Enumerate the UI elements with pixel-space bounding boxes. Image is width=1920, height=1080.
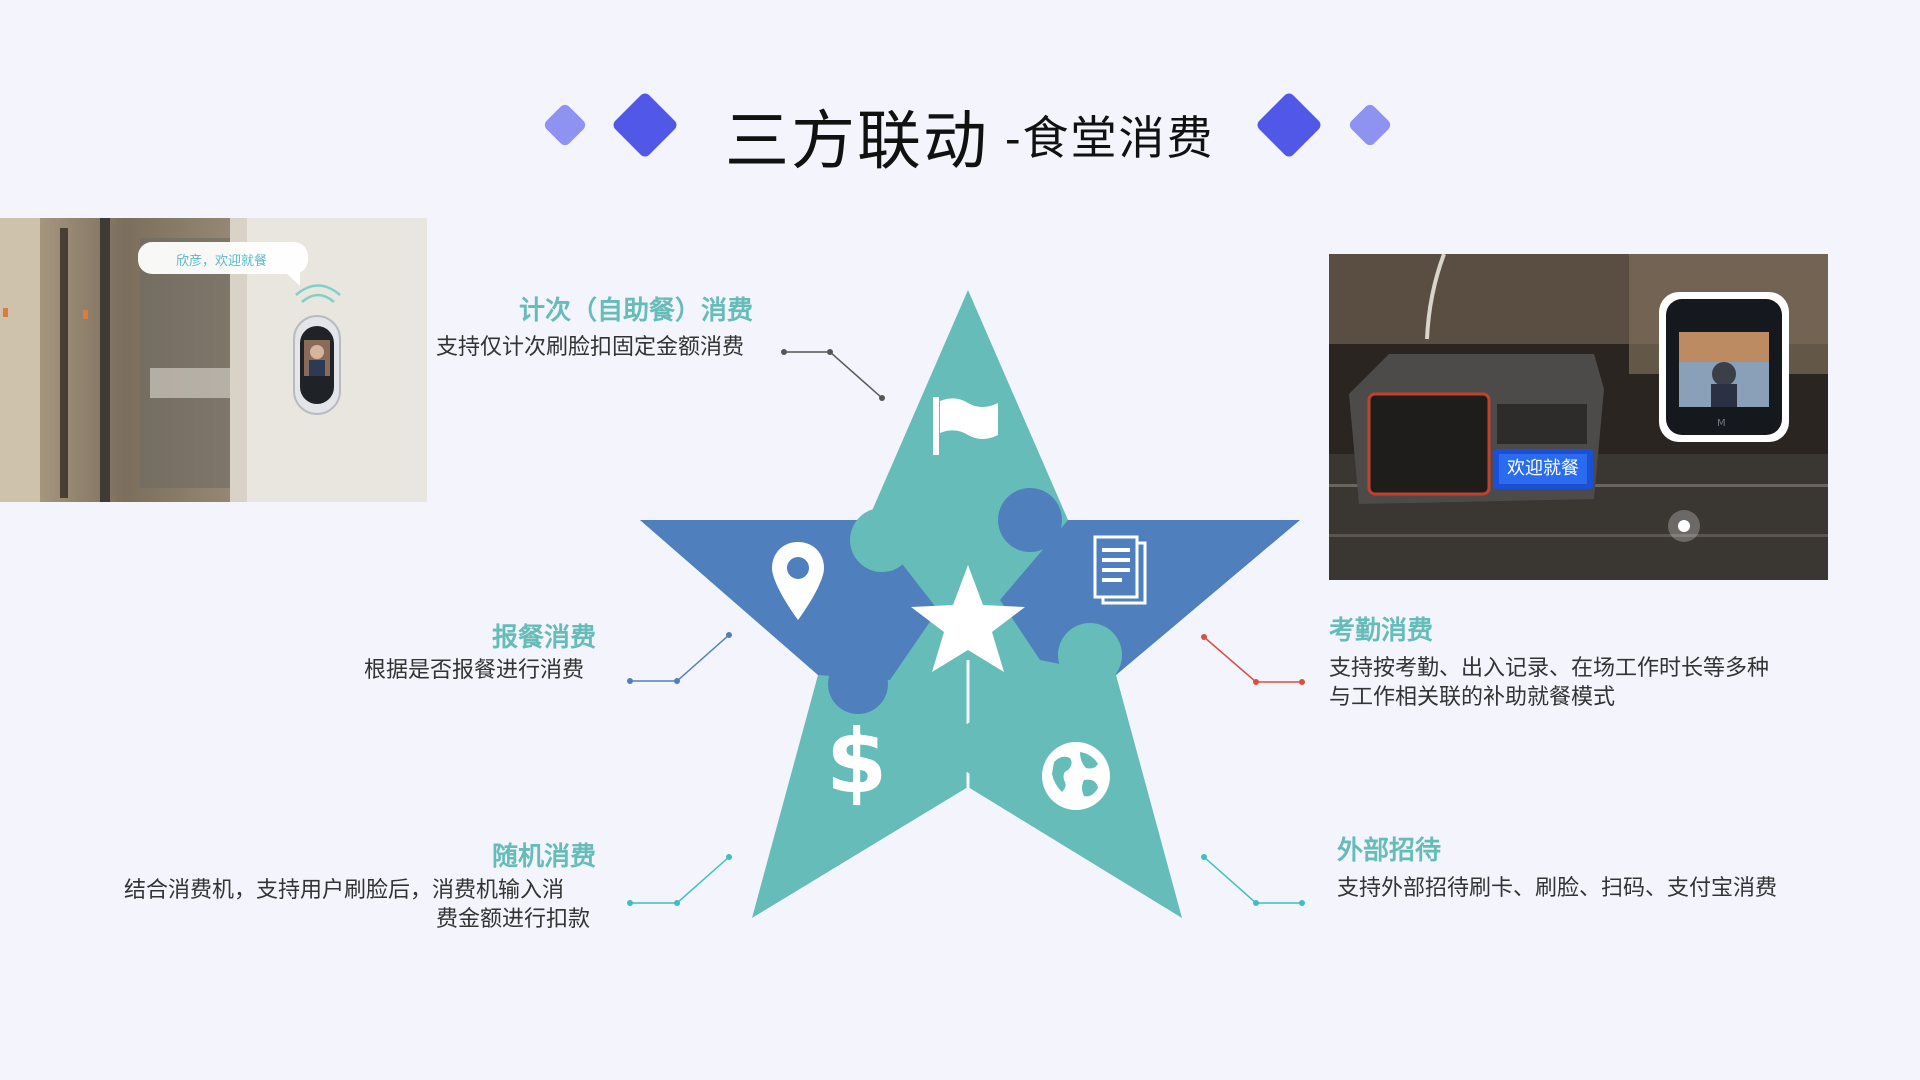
connector-right-bottom <box>1201 854 1305 906</box>
feature-desc-attendance-line1: 支持按考勤、出入记录、在场工作时长等多种 <box>1329 656 1770 681</box>
device-bubble-text: 欣彦，欢迎就餐 <box>176 254 268 269</box>
title-bar: 三方联动 -食堂消费 <box>0 80 1920 180</box>
globe-icon <box>1042 742 1110 810</box>
page-subtitle: -食堂消费 <box>1005 111 1215 165</box>
flag-icon <box>933 397 998 455</box>
feature-desc-attendance-line2: 与工作相关联的补助就餐模式 <box>1329 685 1616 710</box>
map-pin-icon <box>772 542 824 620</box>
feature-heading-external: 外部招待 <box>1337 836 1442 866</box>
center-star <box>911 565 1025 672</box>
feature-desc-random-line2: 费金额进行扣款 <box>436 907 591 932</box>
dollar-icon: $ <box>826 710 888 813</box>
connector-left-bottom <box>627 854 732 906</box>
connector-top <box>781 349 885 401</box>
feature-desc-count: 支持仅计次刷脸扣固定金额消费 <box>436 335 745 360</box>
document-icon <box>1093 535 1147 605</box>
connector-left-mid <box>627 632 732 684</box>
feature-heading-count: 计次（自助餐）消费 <box>519 296 754 326</box>
feature-desc-meal-report: 根据是否报餐进行消费 <box>364 658 585 683</box>
connector-right-mid <box>1201 634 1305 685</box>
feature-heading-random: 随机消费 <box>492 842 597 872</box>
feature-desc-external: 支持外部招待刷卡、刷脸、扫码、支付宝消费 <box>1337 876 1778 901</box>
svg-text:M: M <box>1717 418 1726 429</box>
terminal-screen-text: 欢迎就餐 <box>1507 458 1579 479</box>
page-title: 三方联动 <box>725 105 989 179</box>
feature-heading-meal-report: 报餐消费 <box>492 623 597 653</box>
feature-heading-attendance: 考勤消费 <box>1329 616 1434 646</box>
photo-canteen-entrance: 欣彦，欢迎就餐 <box>0 218 427 502</box>
feature-desc-random-line1: 结合消费机，支持用户刷脸后，消费机输入消 <box>124 878 565 903</box>
photo-consumption-terminal: M 欢迎就餐 <box>1329 254 1828 580</box>
